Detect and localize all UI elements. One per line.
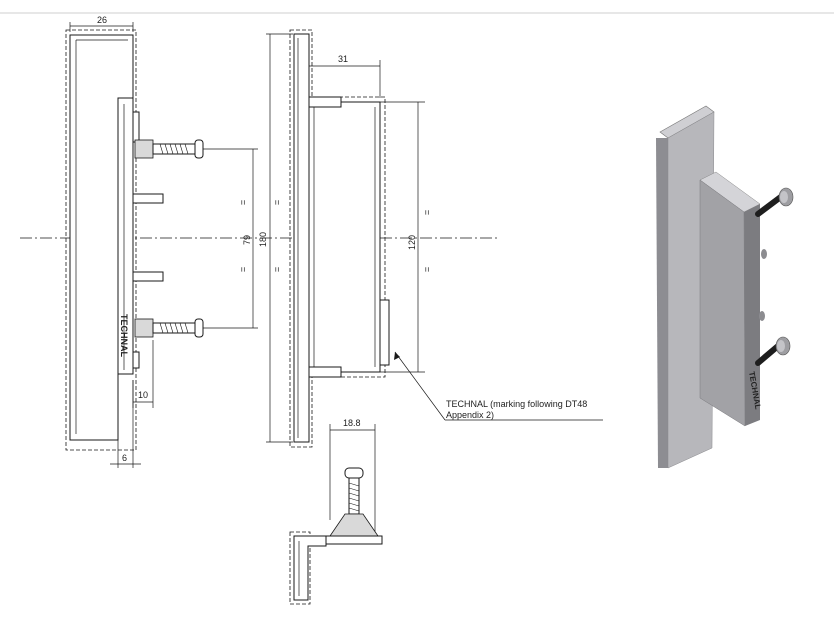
- bolt-head: [194, 318, 204, 338]
- detail-clamp-base: [325, 535, 383, 545]
- front-body-flange-top: [308, 96, 342, 108]
- bolt-head: [194, 139, 204, 159]
- bolt-spacing-dimension: 79 = =: [203, 148, 258, 329]
- side-clip-top: [132, 111, 140, 143]
- front-body-flange-bottom: [308, 366, 342, 378]
- equal-mark: =: [422, 267, 432, 272]
- side-bolt-top: [134, 139, 204, 159]
- annotation-line-1: TECHNAL (marking following DT48: [446, 399, 587, 409]
- render-stud-lower: [759, 311, 765, 321]
- dim-label-10: 10: [138, 390, 148, 400]
- render-stud-upper: [761, 249, 767, 259]
- bolt-shank: [152, 322, 196, 334]
- dim-label-180: 180: [258, 232, 268, 247]
- equal-mark: =: [422, 210, 432, 215]
- equal-mark: =: [272, 200, 282, 205]
- render-bolt-top: [755, 187, 794, 217]
- render-body-face: [699, 179, 746, 427]
- dim-label-120: 120: [407, 235, 417, 250]
- front-view: 180 = = 31 120 = =: [258, 29, 432, 448]
- equal-mark: =: [272, 267, 282, 272]
- annotation-line-2: Appendix 2): [446, 410, 494, 420]
- equal-mark: =: [238, 200, 248, 205]
- side-stud-upper: [132, 193, 164, 204]
- side-base-profile: [117, 97, 134, 375]
- front-handle-plate: [293, 33, 310, 443]
- front-marking-zone: [379, 299, 390, 366]
- front-body-profile: [308, 101, 381, 373]
- bolt-shank: [152, 143, 196, 155]
- dim-label-6: 6: [122, 453, 127, 463]
- detail-clamp-nut: [329, 513, 379, 537]
- side-envelope-outline: [65, 29, 137, 451]
- side-stud-lower: [132, 271, 164, 282]
- brand-marking-side: TECHNAL: [119, 314, 129, 357]
- dim-label-18-8: 18.8: [343, 418, 361, 428]
- detail-bolt-head: [344, 467, 364, 479]
- equal-mark: =: [238, 267, 248, 272]
- section-detail: 18.8: [289, 418, 383, 605]
- side-clip-bottom: [132, 351, 140, 369]
- render-plate-side: [656, 138, 668, 468]
- leader-arrow: [394, 352, 400, 360]
- dim-label-79: 79: [242, 235, 252, 245]
- bolt-nut: [134, 139, 154, 159]
- marking-annotation: TECHNAL (marking following DT48 Appendix…: [394, 351, 603, 421]
- bolt-nut: [134, 318, 154, 338]
- detail-envelope-outline: [289, 531, 311, 605]
- isometric-render: TECHNAL: [656, 105, 794, 469]
- dim-label-31: 31: [338, 54, 348, 64]
- side-bolt-bottom: [134, 318, 204, 338]
- detail-profile: [293, 535, 327, 601]
- render-bolt-bottom: [755, 336, 791, 366]
- dim-label-26: 26: [97, 15, 107, 25]
- render-body-side: [744, 204, 760, 426]
- side-view: TECHNAL 26 10 6: [65, 15, 204, 468]
- leader-line: [394, 351, 446, 421]
